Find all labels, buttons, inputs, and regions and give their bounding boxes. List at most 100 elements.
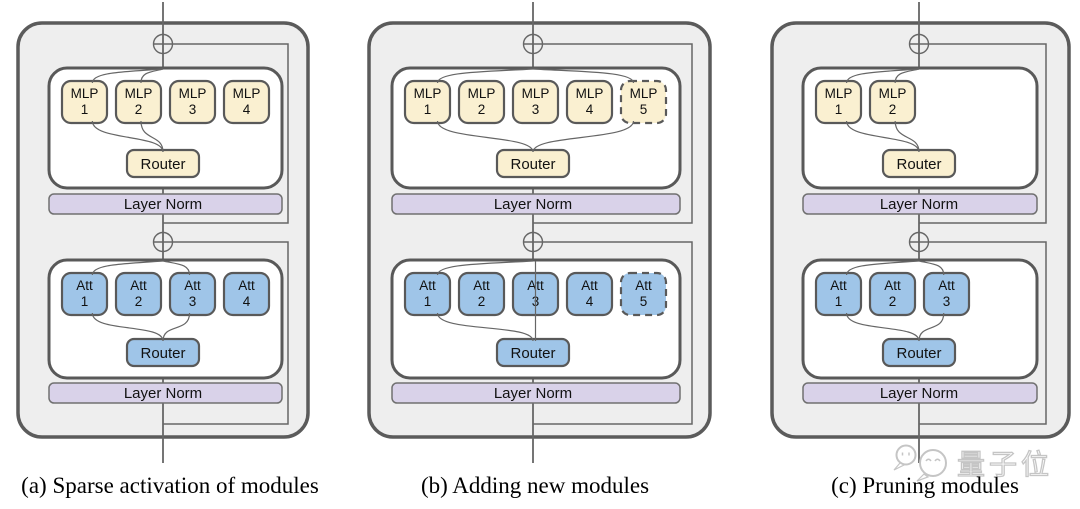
module-label: MLP — [879, 86, 907, 101]
module-label: 2 — [478, 294, 486, 309]
module-label: 2 — [478, 102, 486, 117]
routing-curve-out — [140, 120, 164, 153]
module-mlp-2 — [457, 79, 506, 125]
module-att-4 — [222, 271, 271, 317]
module-label: 1 — [424, 294, 432, 309]
layer-norm-bar — [48, 382, 283, 404]
circle-plus-icon — [522, 33, 544, 55]
residual-skip-line — [523, 43, 693, 224]
module-mlp-4 — [222, 79, 271, 125]
routing-curve-in — [162, 260, 191, 276]
routing-curve-out — [91, 312, 164, 342]
module-label: MLP — [414, 86, 442, 101]
layer-norm-bar — [391, 382, 681, 404]
module-label: Att — [635, 278, 652, 293]
module-mlp-3 — [168, 79, 217, 125]
circle-plus-icon — [152, 33, 174, 55]
module-label: 4 — [243, 102, 251, 117]
residual-skip-line — [909, 43, 1047, 224]
routing-curve-in — [845, 260, 920, 276]
residual-skip-line — [909, 241, 1047, 425]
module-label: 2 — [889, 102, 897, 117]
router-label: Router — [140, 156, 185, 173]
module-att-2 — [868, 271, 917, 317]
routing-curve-out — [918, 312, 945, 342]
module-label: Att — [238, 278, 255, 293]
watermark-text: 量子位 — [957, 448, 1053, 481]
caption-a: (a) Sparse activation of modules — [21, 473, 319, 498]
layer-norm-bar — [391, 193, 681, 215]
module-att-3 — [922, 271, 971, 317]
module-label: MLP — [522, 86, 550, 101]
module-label: 3 — [189, 294, 197, 309]
caption-b: (b) Adding new modules — [420, 473, 650, 498]
circle-plus-icon — [152, 231, 174, 253]
module-label: 3 — [532, 102, 540, 117]
chat-bubble-small — [895, 444, 917, 466]
module-mlp-5 — [619, 79, 668, 125]
module-label: Att — [830, 278, 847, 293]
module-label: Att — [184, 278, 201, 293]
routing-curve-in — [894, 68, 920, 84]
module-label: MLP — [825, 86, 853, 101]
module-mlp-2 — [868, 79, 917, 125]
chat-bubbles-icon — [893, 444, 947, 482]
routing-curve-out — [532, 120, 635, 153]
residual-skip-line — [153, 241, 289, 425]
routing-curve-in — [918, 260, 945, 276]
module-label: MLP — [233, 86, 261, 101]
routing-curve-out — [436, 312, 534, 342]
module-label: 1 — [835, 294, 843, 309]
module-label: 4 — [586, 102, 594, 117]
residual-skip-line — [153, 43, 289, 224]
router-label: Router — [140, 345, 185, 362]
caption-c: (c) Pruning modules — [831, 473, 1019, 498]
module-label: 5 — [640, 102, 648, 117]
module-att-5 — [619, 271, 668, 317]
module-att-1 — [814, 271, 863, 317]
router-label: Router — [896, 156, 941, 173]
circle-plus-icon — [908, 33, 930, 55]
module-label: 1 — [835, 102, 843, 117]
module-att-4 — [565, 271, 614, 317]
module-label: 5 — [640, 294, 648, 309]
module-label: Att — [884, 278, 901, 293]
chat-bubble-small-eyes — [901, 452, 910, 456]
router-label: Router — [510, 345, 555, 362]
chat-bubble-large — [919, 449, 947, 477]
routing-curve-out — [845, 120, 920, 153]
module-label: 2 — [889, 294, 897, 309]
module-label: Att — [473, 278, 490, 293]
module-mlp-3 — [511, 79, 560, 125]
module-label: 1 — [81, 102, 89, 117]
routing-curve-out — [845, 312, 920, 342]
module-label: MLP — [468, 86, 496, 101]
layer-norm-label: Layer Norm — [880, 385, 958, 402]
module-label: 2 — [135, 294, 143, 309]
module-label: Att — [419, 278, 436, 293]
module-label: Att — [130, 278, 147, 293]
routing-curve-in — [845, 68, 920, 84]
module-label: 4 — [243, 294, 251, 309]
module-att-3 — [168, 271, 217, 317]
module-mlp-1 — [60, 79, 109, 125]
watermark: 量子位 — [893, 444, 1053, 482]
layer-norm-label: Layer Norm — [494, 385, 572, 402]
routing-curve-in — [91, 260, 164, 276]
module-label: MLP — [630, 86, 658, 101]
routing-curve-out — [162, 312, 191, 342]
chat-bubble-large-eyes — [925, 458, 941, 462]
routing-curve-in — [91, 68, 164, 84]
layer-norm-label: Layer Norm — [124, 196, 202, 213]
module-label: MLP — [71, 86, 99, 101]
routing-curve-in — [436, 68, 534, 84]
module-label: MLP — [179, 86, 207, 101]
